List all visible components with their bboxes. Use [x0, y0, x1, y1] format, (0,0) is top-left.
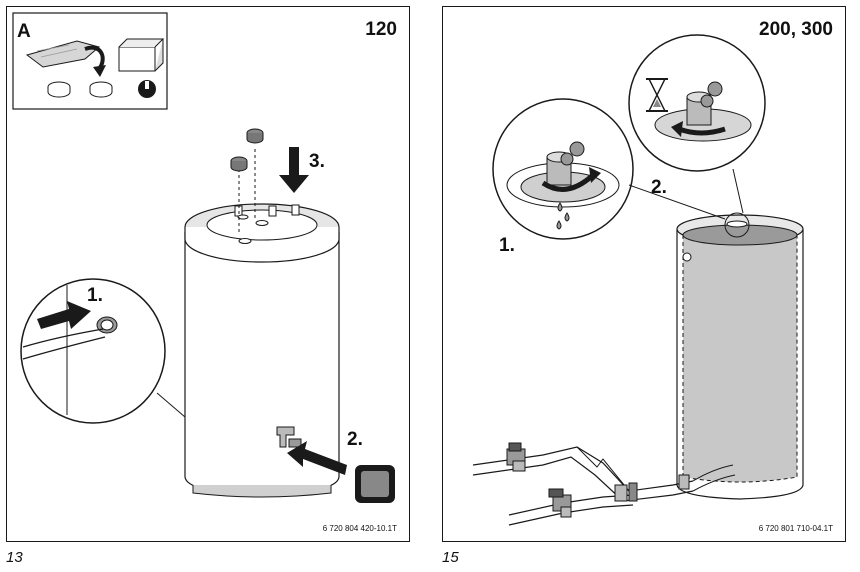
figure-13-illustration: A 120: [12, 12, 397, 533]
size-label-200-300: 200, 300: [759, 19, 833, 40]
plug-cap: [355, 465, 395, 503]
detail-circle-step-1: 1.: [20, 278, 166, 424]
step-1-label: 1.: [499, 235, 515, 256]
arrow-step-3: [279, 147, 309, 193]
arrow-step-2: [287, 441, 347, 475]
inset-a: A: [12, 12, 168, 110]
caption-15: 15: [442, 549, 459, 566]
figure-15-code: 6 720 801 710-04.1T: [759, 524, 833, 533]
step-2-label: 2.: [347, 429, 363, 450]
detail-circle-step-1: 1.: [492, 98, 634, 256]
figure-13-panel: A 120: [6, 6, 410, 542]
figure-15-panel: 200, 300: [442, 6, 846, 542]
detail-circle-step-2: 2.: [628, 34, 766, 198]
step-2-label: 2.: [651, 177, 667, 198]
size-label-120: 120: [365, 19, 397, 40]
storage-tank-120: [156, 128, 340, 498]
figure-15-illustration: 200, 300: [472, 19, 833, 533]
caption-13: 13: [6, 549, 23, 566]
figure-13-code: 6 720 804 420-10.1T: [323, 524, 397, 533]
inset-a-label: A: [17, 21, 31, 42]
leader-line-1: [628, 184, 726, 220]
step-1-label: 1.: [87, 285, 103, 306]
step-3-label: 3.: [309, 151, 325, 172]
leader-line-2: [732, 168, 744, 214]
drain-pipework: [472, 442, 736, 526]
storage-tank-200-300: [676, 212, 804, 500]
